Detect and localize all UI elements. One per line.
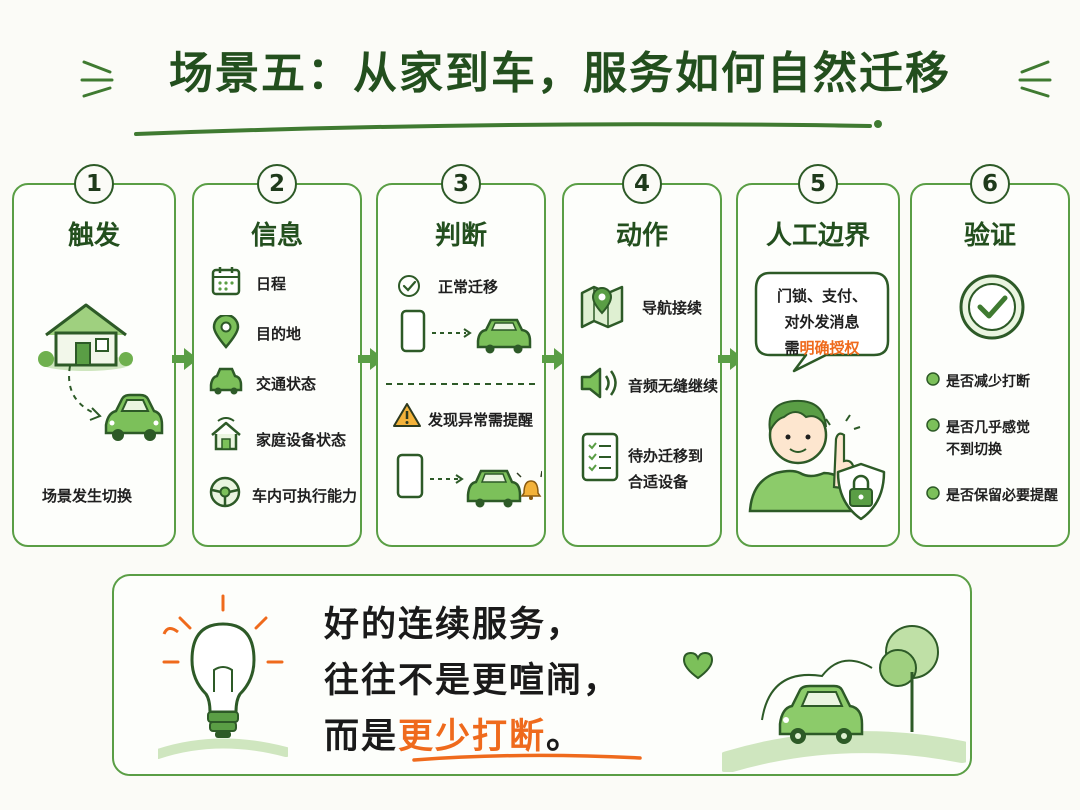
step-card-info: 2 信息 日程 目的地 交通状态 家庭设备状态 车内可执行能力 <box>192 164 362 547</box>
step-number: 1 <box>74 164 114 204</box>
page-title: 场景五：从家到车，服务如何自然迁移 <box>169 48 951 99</box>
quote-line3-suffix: 。 <box>546 717 584 757</box>
arrow-right-icon <box>718 348 744 370</box>
highlight-underline <box>412 753 642 762</box>
bubble-prefix: 需 <box>784 339 800 357</box>
speech-bubble <box>754 271 890 373</box>
step-number: 2 <box>257 164 297 204</box>
step-number: 5 <box>798 164 838 204</box>
steering-wheel-icon <box>209 476 241 508</box>
step-caption: 场景发生切换 <box>42 487 133 505</box>
action-item-todo-line1: 待办迁移到 <box>628 447 704 465</box>
check-badge-icon <box>959 274 1025 340</box>
info-item-traffic: 交通状态 <box>256 375 317 393</box>
bubble-line2: 对外发消息 <box>784 313 860 331</box>
verify-item-seamless-line1: 是否几乎感觉 <box>946 420 1030 436</box>
step-number: 3 <box>441 164 481 204</box>
sparkle-left-icon <box>80 60 114 98</box>
step-card-action: 4 动作 导航接续 音频无缝继续 待办迁移到 合适设备 <box>562 164 722 547</box>
title-underline <box>134 120 882 136</box>
warning-icon <box>393 403 421 427</box>
verify-item-interrupt: 是否减少打断 <box>946 374 1030 390</box>
action-item-audio: 音频无缝继续 <box>628 377 719 395</box>
step-title: 动作 <box>615 221 668 251</box>
verify-item-seamless-line2: 不到切换 <box>946 442 1002 458</box>
step-card-judge: 3 判断 正常迁移 发现异常需提醒 <box>376 164 546 547</box>
shield-lock-icon <box>836 462 886 521</box>
check-circle-icon <box>398 275 420 297</box>
quote-line2: 往往不是更喧闹， <box>324 661 621 701</box>
step-card-boundary: 5 人工边界 门锁、支付、 对外发消息 需明确授权 <box>736 164 900 547</box>
traffic-car-icon <box>209 367 243 395</box>
bubble-highlight: 明确授权 <box>799 339 860 357</box>
verify-item-keep-alerts: 是否保留必要提醒 <box>946 488 1058 504</box>
bullet-dot <box>926 372 940 386</box>
bullet-dot <box>926 418 940 432</box>
todo-tablet-icon <box>581 432 619 482</box>
step-number: 4 <box>622 164 662 204</box>
divider-dashed <box>386 383 538 385</box>
step-title: 判断 <box>434 221 487 251</box>
summary-card: 好的连续服务， 往往不是更喧闹， 而是更少打断。 <box>112 574 972 776</box>
phone-to-car-icon <box>400 309 532 354</box>
bubble-content: 门锁、支付、 对外发消息 需明确授权 <box>756 283 888 361</box>
map-pin-icon <box>580 285 624 329</box>
info-item-car-capability: 车内可执行能力 <box>252 487 358 505</box>
lightbulb-icon <box>158 594 288 759</box>
action-item-todo-line2: 合适设备 <box>628 473 689 491</box>
home-device-icon <box>211 417 241 451</box>
step-title: 触发 <box>67 221 120 251</box>
quote-line1: 好的连续服务， <box>324 605 584 645</box>
step-card-trigger: 1 触发 场景发生切换 <box>12 164 176 547</box>
judge-normal-label: 正常迁移 <box>438 278 499 296</box>
bubble-line1: 门锁、支付、 <box>776 287 867 305</box>
quote-line3-prefix: 而是 <box>324 717 399 757</box>
info-item-home-devices: 家庭设备状态 <box>256 431 347 449</box>
arrow-right-icon <box>542 348 568 370</box>
sparkle-right-icon <box>1018 60 1052 98</box>
judge-abnormal-label: 发现异常需提醒 <box>428 411 534 429</box>
arrow-right-icon <box>172 348 198 370</box>
action-item-navigation: 导航接续 <box>642 299 703 317</box>
phone-to-car-alert-icon <box>396 453 542 508</box>
step-title: 验证 <box>963 221 1016 251</box>
info-item-destination: 目的地 <box>256 325 302 343</box>
person-pointing-illustration <box>748 399 861 513</box>
step-card-verify: 6 验证 是否减少打断 是否几乎感觉 不到切换 是否保留必要提醒 <box>910 164 1070 547</box>
heart-icon <box>682 651 714 680</box>
arrow-right-icon <box>358 348 384 370</box>
bullet-dot <box>926 486 940 500</box>
car-icon <box>104 393 164 441</box>
step-title: 人工边界 <box>765 221 870 251</box>
info-item-schedule: 日程 <box>256 275 287 293</box>
house-icon <box>38 303 133 371</box>
quote-line3: 而是更少打断。 <box>324 708 583 759</box>
title-area: 场景五：从家到车，服务如何自然迁移 <box>0 0 1080 150</box>
location-pin-icon <box>212 315 240 349</box>
speaker-icon <box>580 367 617 399</box>
step-title: 信息 <box>250 221 303 251</box>
quote-highlight: 更少打断 <box>398 717 547 757</box>
dashed-arrow-icon <box>68 365 102 421</box>
calendar-icon <box>211 267 241 296</box>
bubble-line3: 需明确授权 <box>756 335 888 361</box>
landscape-car-illustration <box>722 625 966 772</box>
step-number: 6 <box>970 164 1010 204</box>
